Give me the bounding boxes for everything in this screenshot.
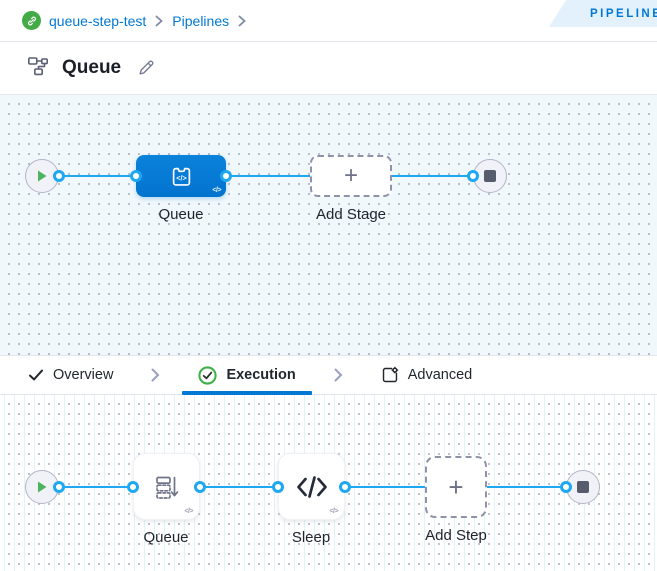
play-icon (38, 481, 47, 493)
step-label: Queue (143, 529, 189, 546)
code-badge: </> (212, 187, 221, 194)
step-node-queue[interactable]: </> (133, 453, 200, 520)
step-label: Sleep (291, 529, 331, 546)
port (53, 481, 65, 493)
stage-canvas: </> </> Queue + Add Stage (0, 95, 657, 355)
chevron-right-icon (238, 15, 246, 27)
stage-config-tabs: Overview Execution Advanced (0, 355, 657, 395)
tab-advanced[interactable]: Advanced (365, 356, 489, 394)
breadcrumb: queue-step-test Pipelines PIPELINE STUDI… (0, 0, 657, 42)
stage-label: Queue (158, 206, 204, 223)
code-badge: </> (184, 508, 193, 515)
add-stage-label: Add Stage (315, 206, 387, 223)
port (339, 481, 351, 493)
plus-icon: + (448, 471, 464, 502)
port (130, 170, 142, 182)
port (220, 170, 232, 182)
breadcrumb-pipelines-link[interactable]: Pipelines (172, 12, 230, 29)
port (272, 481, 284, 493)
check-icon (29, 369, 43, 381)
ci-stage-icon: </> (172, 167, 190, 186)
page-title: Queue (62, 57, 122, 78)
check-circle-icon (198, 365, 218, 385)
port (467, 170, 479, 182)
plus-icon: + (343, 162, 358, 189)
breadcrumb-project-link[interactable]: queue-step-test (49, 12, 147, 29)
chevron-right-icon (155, 15, 164, 27)
chevron-right-icon (151, 368, 160, 382)
edge-start-to-queue (59, 486, 133, 488)
code-badge: </> (329, 508, 338, 515)
play-icon (38, 170, 47, 182)
add-step-button[interactable]: + (425, 456, 487, 518)
tab-overview[interactable]: Overview (12, 356, 129, 394)
pipeline-header: Queue VISUAL (0, 42, 657, 124)
edge-start-to-stage (59, 175, 136, 177)
stop-icon (577, 481, 589, 493)
chevron-right-icon (334, 368, 343, 382)
edit-pipeline-name-button[interactable] (135, 57, 157, 79)
code-step-icon (296, 475, 327, 498)
svg-text:</>: </> (176, 173, 186, 182)
pipeline-end-node (473, 159, 507, 193)
port (194, 481, 206, 493)
pencil-icon (139, 60, 154, 75)
execution-canvas: </> Queue </> Sleep + Add Step (0, 395, 657, 571)
pipeline-studio-ribbon: PIPELINE STUDIO (549, 0, 657, 27)
queue-step-icon (155, 476, 178, 499)
stage-node-queue[interactable]: </> </> (136, 155, 226, 197)
advanced-settings-icon (382, 366, 399, 383)
add-step-label: Add Step (425, 527, 487, 544)
edge-queue-to-sleep (200, 486, 278, 488)
stop-icon (484, 170, 496, 182)
tab-execution[interactable]: Execution (182, 356, 313, 395)
port (53, 170, 65, 182)
project-link-icon[interactable] (22, 11, 41, 30)
step-node-sleep[interactable]: </> (278, 453, 345, 520)
add-stage-button[interactable]: + (310, 155, 392, 197)
port (560, 481, 572, 493)
port (127, 481, 139, 493)
pipeline-icon (26, 54, 50, 83)
